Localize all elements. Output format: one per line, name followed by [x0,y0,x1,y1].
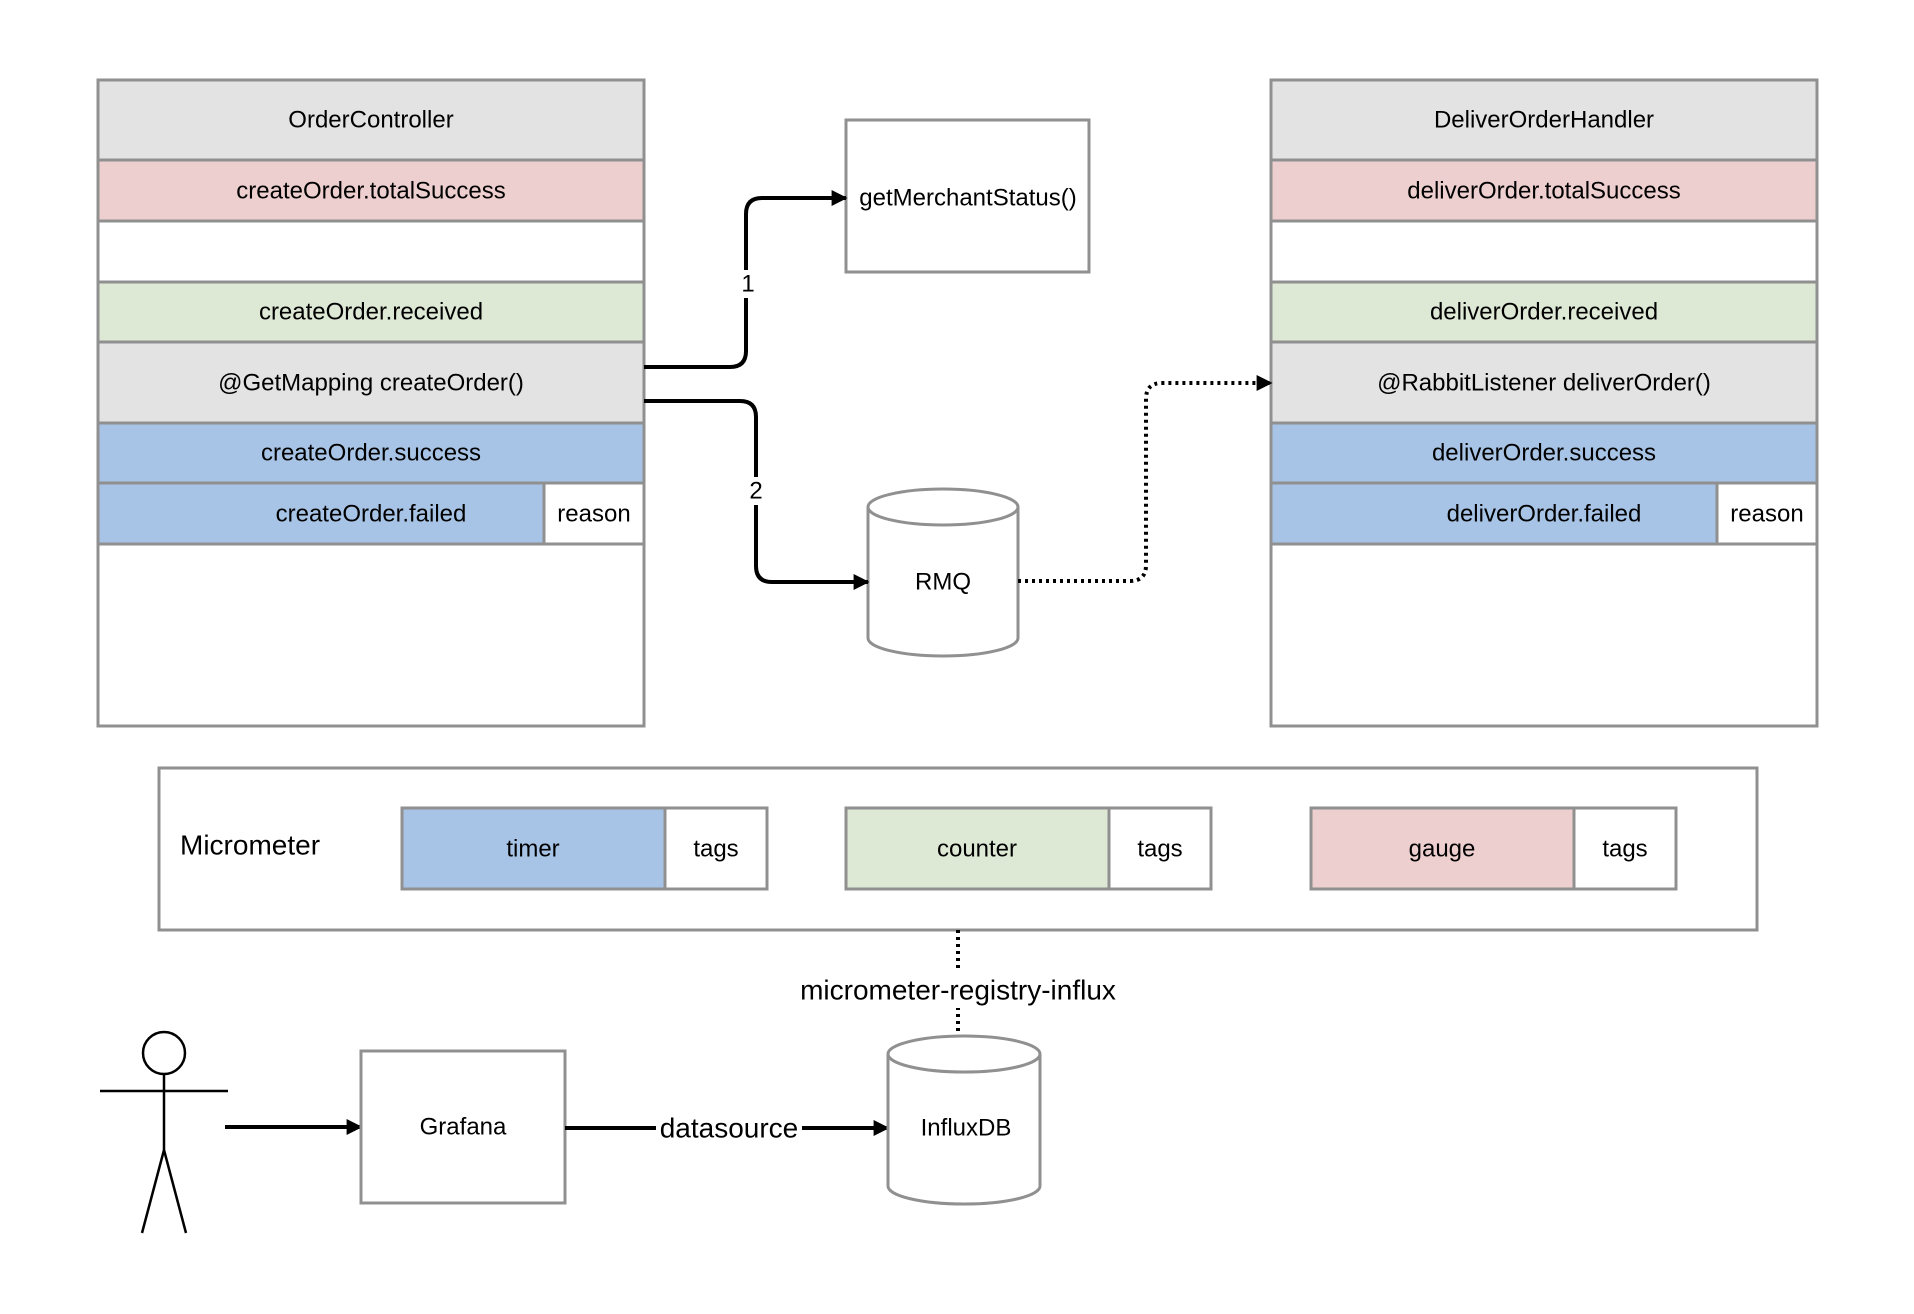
create-order-method-label: @GetMapping createOrder() [218,370,524,397]
micrometer-gauge-tags [1572,806,1678,891]
deliver-handler-title: DeliverOrderHandler [1434,107,1654,134]
micrometer-counter [844,806,1111,891]
create-total-success-label: createOrder.totalSuccess [236,178,505,205]
create-failed-label: createOrder.failed [276,501,467,528]
micrometer-timer-tags [663,806,769,891]
deliver-total-success-gauge [1269,158,1819,223]
micrometer-title: Micrometer [180,830,320,861]
order-controller[interactable]: OrderController createOrder.totalSuccess… [96,78,646,728]
create-success-label: createOrder.success [261,440,481,467]
rmq-body [866,507,1020,658]
edge-step2-bg [744,477,768,505]
rmq-queue[interactable]: RMQ [866,487,1020,658]
edge-rmq-to-handler [1018,375,1273,583]
deliver-order-method-label: @RabbitListener deliverOrder() [1377,370,1711,397]
stick-figure-icon [100,1030,228,1234]
edge-datasource-label: datasource [660,1113,799,1144]
edge-datasource-bg [656,1110,802,1146]
edge-registry-bg [796,972,1121,1008]
micrometer-gauge-label: gauge [1409,836,1476,863]
deliver-total-success-label: deliverOrder.totalSuccess [1407,178,1680,205]
micrometer-counter-tags [1107,806,1213,891]
deliver-failed-label: deliverOrder.failed [1447,501,1642,528]
influxdb-store[interactable]: InfluxDB [886,1034,1042,1206]
edge-step2-label: 2 [749,478,762,505]
influxdb-label: InfluxDB [921,1115,1012,1142]
deliver-handler-header [1269,78,1819,162]
edge-step1-bg [736,270,760,298]
create-success-timer [96,421,646,485]
deliver-order-handler[interactable]: DeliverOrderHandler deliverOrder.totalSu… [1269,78,1819,728]
order-controller-header [96,78,646,162]
deliver-failed-reason-tag [1715,481,1819,546]
deliver-failed-reason-label: reason [1730,501,1803,528]
grafana-label: Grafana [420,1114,507,1141]
rmq-top [866,487,1020,527]
micrometer-gauge-tags-label: tags [1602,836,1647,863]
merchant-status-label: getMerchantStatus() [859,185,1076,212]
deliver-received-counter [1269,280,1819,344]
create-failed-timer [96,481,546,546]
edge-step1-label: 1 [741,271,754,298]
edge-registry-label: micrometer-registry-influx [800,975,1116,1006]
micrometer-panel[interactable]: Micrometer timer tags counter tags gauge… [157,766,1759,932]
deliver-success-timer [1269,421,1819,485]
influxdb-body [886,1054,1042,1206]
create-total-success-gauge [96,158,646,223]
micrometer-counter-label: counter [937,836,1017,863]
micrometer-counter-tags-label: tags [1137,836,1182,863]
create-received-label: createOrder.received [259,299,483,326]
create-failed-reason-label: reason [557,501,630,528]
create-failed-reason-tag [542,481,646,546]
order-controller-title: OrderController [288,107,453,134]
micrometer-timer-tags-label: tags [693,836,738,863]
micrometer-timer [400,806,667,891]
deliver-received-label: deliverOrder.received [1430,299,1658,326]
micrometer-timer-label: timer [506,836,559,863]
grafana-box[interactable] [359,1049,567,1205]
create-received-counter [96,280,646,344]
deliver-success-label: deliverOrder.success [1432,440,1656,467]
rmq-label: RMQ [915,569,971,596]
influxdb-top [886,1034,1042,1074]
